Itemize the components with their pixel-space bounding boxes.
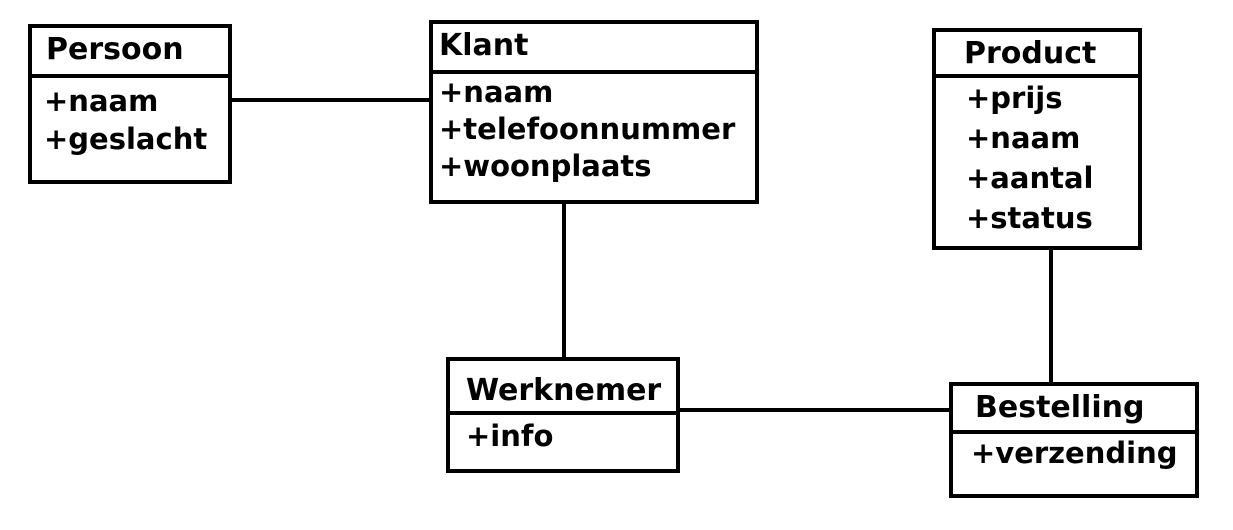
class-werknemer: Werknemer +info [446,357,680,473]
attribute-werknemer-info: +info [466,419,554,453]
attribute-klant-telefoonnummer: +telefoonnummer [439,112,736,146]
attribute-product-prijs: +prijs [966,81,1063,115]
attribute-product-aantal: +aantal [966,161,1094,195]
attribute-list-werknemer: +info [450,415,676,455]
class-persoon: Persoon +naam +geslacht [28,24,232,184]
attribute-product-naam: +naam [966,121,1081,155]
attribute-list-klant: +naam +telefoonnummer +woonplaats [433,74,755,185]
class-product: Product +prijs +naam +aantal +status [932,28,1142,250]
class-klant: Klant +naam +telefoonnummer +woonplaats [429,20,759,204]
attribute-persoon-geslacht: +geslacht [44,122,208,156]
class-name-product: Product [936,32,1138,78]
class-bestelling: Bestelling +verzending [949,382,1199,498]
attribute-list-bestelling: +verzending [953,434,1195,472]
attribute-product-status: +status [966,201,1093,235]
class-name-werknemer: Werknemer [450,361,676,415]
attribute-bestelling-verzending: +verzending [971,436,1178,470]
attribute-list-product: +prijs +naam +aantal +status [936,78,1138,238]
class-name-bestelling: Bestelling [953,386,1195,434]
class-name-persoon: Persoon [32,28,228,78]
attribute-klant-woonplaats: +woonplaats [439,149,652,183]
attribute-klant-naam: +naam [439,75,554,109]
class-name-klant: Klant [433,24,755,74]
attribute-persoon-naam: +naam [44,84,159,118]
attribute-list-persoon: +naam +geslacht [32,78,228,158]
